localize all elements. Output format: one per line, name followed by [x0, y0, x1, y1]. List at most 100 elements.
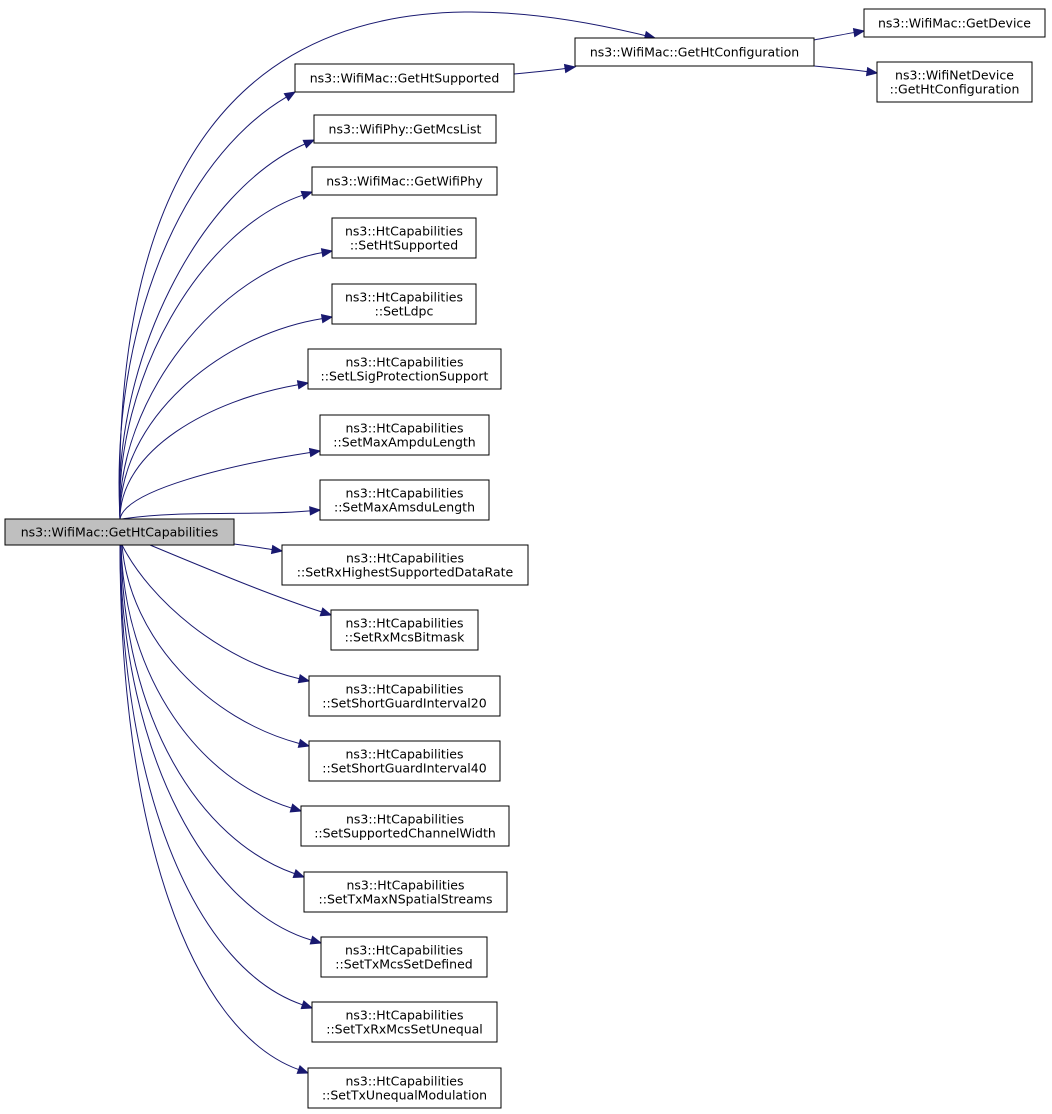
node-label: ::SetRxMcsBitmask: [345, 630, 466, 645]
node-box: [303, 871, 508, 913]
node-box: [330, 609, 479, 651]
edge-line: [813, 65, 868, 73]
node-label: ::SetTxRxMcsSetUnequal: [326, 1022, 483, 1037]
edge-n0-to-n14: [121, 544, 311, 684]
arrowhead-icon: [296, 380, 310, 390]
edge-n0-to-n17: [120, 544, 306, 878]
node-label: ::SetMaxAmpduLength: [333, 435, 475, 450]
node-label: ::SetHtSupported: [350, 238, 458, 253]
node-box: [311, 166, 498, 196]
node-box: [308, 740, 501, 782]
node-label: ns3::HtCapabilities: [345, 290, 463, 305]
edge-line: [119, 544, 312, 941]
arrowhead-icon: [309, 506, 322, 516]
node-box: [863, 8, 1046, 38]
edge-line: [119, 544, 299, 1071]
edge-line: [119, 544, 303, 1006]
arrowhead-icon: [319, 607, 333, 617]
callee-node[interactable]: ns3::HtCapabilities::SetTxMcsSetDefined: [320, 936, 488, 978]
edge-n1-to-n2: [813, 27, 866, 41]
root-node[interactable]: ns3::WifiMac::GetHtCapabilities: [4, 518, 235, 546]
arrowhead-icon: [292, 869, 306, 878]
callee-node[interactable]: ns3::HtCapabilities::SetLSigProtectionSu…: [307, 348, 502, 390]
node-label: ::SetRxHighestSupportedDataRate: [297, 565, 514, 580]
edge-line: [119, 11, 646, 520]
node-box: [331, 283, 477, 325]
node-box: [311, 1001, 498, 1043]
callee-node[interactable]: ns3::HtCapabilities::SetMaxAmpduLength: [319, 414, 490, 456]
node-label: ns3::HtCapabilities: [345, 943, 463, 958]
arrowhead-icon: [270, 544, 284, 555]
callee-node[interactable]: ns3::WifiMac::GetHtConfiguration: [574, 37, 815, 67]
callee-node[interactable]: ns3::HtCapabilities::SetTxUnequalModulat…: [307, 1067, 502, 1109]
callee-node[interactable]: ns3::HtCapabilities::SetRxMcsBitmask: [330, 609, 479, 651]
edge-line: [121, 544, 300, 744]
edge-n0-to-n8: [119, 313, 334, 520]
node-label: ::SetTxMaxNSpatialStreams: [319, 892, 493, 907]
edge-line: [120, 544, 295, 875]
callee-node[interactable]: ns3::WifiMac::GetDevice: [863, 8, 1046, 38]
arrowhead-icon: [300, 190, 314, 200]
callee-node[interactable]: ns3::WifiPhy::GetMcsList: [313, 114, 497, 144]
edge-n0-to-n6: [119, 190, 314, 520]
node-box: [307, 348, 502, 390]
node-label: ns3::HtCapabilities: [345, 682, 463, 697]
node-label: ns3::HtCapabilities: [346, 878, 464, 893]
edge-n0-to-n7: [119, 248, 334, 520]
node-box: [319, 479, 490, 521]
callee-node[interactable]: ns3::HtCapabilities::SetShortGuardInterv…: [308, 675, 501, 717]
callee-node[interactable]: ns3::WifiMac::GetWifiPhy: [311, 166, 498, 196]
node-label: ::SetLdpc: [375, 304, 434, 319]
arrowhead-icon: [302, 139, 316, 149]
callee-node[interactable]: ns3::WifiNetDevice::GetHtConfiguration: [876, 61, 1033, 103]
arrowhead-icon: [300, 1000, 314, 1010]
edge-n0-to-n13: [149, 544, 333, 617]
node-label: ns3::WifiMac::GetDevice: [878, 16, 1031, 31]
node-label: ::SetShortGuardInterval20: [322, 696, 486, 711]
node-box: [320, 936, 488, 978]
callee-node[interactable]: ns3::HtCapabilities::SetLdpc: [331, 283, 477, 325]
arrowhead-icon: [289, 803, 303, 813]
node-label: ns3::WifiMac::GetHtConfiguration: [590, 45, 799, 60]
edges-layer: [118, 11, 879, 1074]
node-box: [331, 217, 477, 259]
arrowhead-icon: [297, 738, 311, 748]
node-label: ns3::WifiMac::GetHtCapabilities: [21, 525, 218, 540]
edge-line: [121, 510, 311, 520]
callee-node[interactable]: ns3::HtCapabilities::SetSupportedChannel…: [300, 805, 510, 847]
callee-node[interactable]: ns3::HtCapabilities::SetMaxAmsduLength: [319, 479, 490, 521]
edge-n0-to-n18: [119, 544, 323, 945]
node-label: ::SetSupportedChannelWidth: [314, 826, 496, 841]
node-label: ns3::HtCapabilities: [345, 355, 463, 370]
node-label: ns3::HtCapabilities: [345, 421, 463, 436]
arrowhead-icon: [308, 447, 322, 458]
callee-node[interactable]: ns3::HtCapabilities::SetHtSupported: [331, 217, 477, 259]
edge-line: [118, 143, 306, 520]
callee-node[interactable]: ns3::WifiMac::GetHtSupported: [294, 63, 515, 93]
arrowhead-icon: [296, 1064, 310, 1074]
callee-node[interactable]: ns3::HtCapabilities::SetShortGuardInterv…: [308, 740, 501, 782]
node-label: ::SetTxUnequalModulation: [322, 1088, 487, 1103]
node-label: ns3::HtCapabilities: [345, 1008, 463, 1023]
edge-line: [149, 544, 322, 613]
callee-node[interactable]: ns3::HtCapabilities::SetTxMaxNSpatialStr…: [303, 871, 508, 913]
edge-n1-to-n3: [813, 65, 879, 77]
node-box: [281, 544, 529, 586]
callee-node[interactable]: ns3::HtCapabilities::SetRxHighestSupport…: [281, 544, 529, 586]
edge-n0-to-n9: [119, 380, 310, 520]
arrowhead-icon: [309, 935, 323, 945]
nodes-layer: ns3::WifiMac::GetHtCapabilities ns3::Wifi…: [4, 8, 1046, 1109]
node-box: [319, 414, 490, 456]
arrowhead-icon: [563, 63, 577, 74]
node-box: [4, 518, 235, 546]
node-label: ::SetShortGuardInterval40: [322, 761, 486, 776]
callee-node[interactable]: ns3::HtCapabilities::SetTxRxMcsSetUnequa…: [311, 1001, 498, 1043]
edge-line: [119, 452, 311, 520]
edge-n0-to-n5: [118, 139, 316, 520]
node-label: ns3::HtCapabilities: [345, 747, 463, 762]
edge-line: [119, 252, 323, 520]
node-label: ::GetHtConfiguration: [890, 82, 1020, 97]
edge-n0-to-n16: [120, 544, 303, 813]
edge-n0-to-n15: [121, 544, 311, 748]
